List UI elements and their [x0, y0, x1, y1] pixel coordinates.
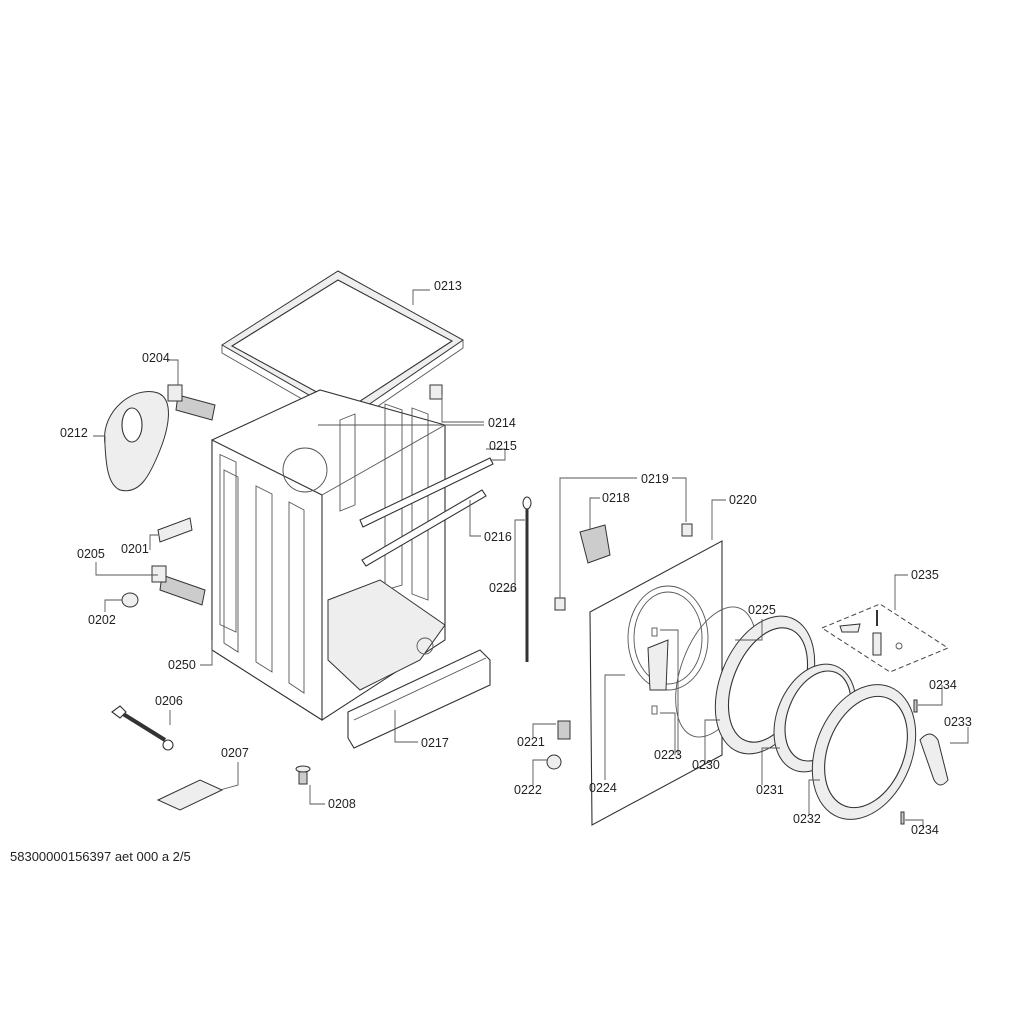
label-0212[interactable]: 0212: [60, 426, 88, 440]
part-lock-0221[interactable]: [557, 720, 571, 740]
label-0223[interactable]: 0223: [654, 748, 682, 762]
label-0222[interactable]: 0222: [514, 783, 542, 797]
part-rails[interactable]: [359, 457, 494, 567]
label-0216[interactable]: 0216: [484, 530, 512, 544]
label-0232[interactable]: 0232: [793, 812, 821, 826]
label-0214[interactable]: 0214: [488, 416, 516, 430]
part-pin-0234-a[interactable]: [913, 699, 918, 713]
label-0235[interactable]: 0235: [911, 568, 939, 582]
part-door-ring-0232[interactable]: [793, 669, 934, 835]
label-0221[interactable]: 0221: [517, 735, 545, 749]
label-0233[interactable]: 0233: [944, 715, 972, 729]
label-0201[interactable]: 0201: [121, 542, 149, 556]
label-0213[interactable]: 0213: [434, 279, 462, 293]
part-handle-0233[interactable]: [919, 733, 949, 786]
part-clip-0219-a[interactable]: [681, 523, 693, 537]
label-0202[interactable]: 0202: [88, 613, 116, 627]
part-kick-panel[interactable]: [347, 649, 491, 749]
label-0234-lower[interactable]: 0234: [911, 823, 939, 837]
diagram-reference-number: 58300000156397 aet 000 a 2/5: [10, 849, 191, 864]
label-0217[interactable]: 0217: [421, 736, 449, 750]
label-0234-upper[interactable]: 0234: [929, 678, 957, 692]
part-bracket-0201[interactable]: [157, 517, 193, 543]
part-shock-absorber-upper[interactable]: [167, 384, 216, 421]
part-clip-0219-b[interactable]: [554, 597, 566, 611]
label-0231[interactable]: 0231: [756, 783, 784, 797]
part-knob-0222[interactable]: [546, 754, 562, 770]
label-0225[interactable]: 0225: [748, 603, 776, 617]
part-cabinet[interactable]: [211, 389, 446, 722]
label-0230[interactable]: 0230: [692, 758, 720, 772]
label-0219[interactable]: 0219: [641, 472, 669, 486]
part-rod-0226[interactable]: [522, 496, 532, 662]
leader-lines: [93, 289, 969, 828]
label-0224[interactable]: 0224: [589, 781, 617, 795]
part-kit-0235[interactable]: [820, 603, 950, 673]
label-0205[interactable]: 0205: [77, 547, 105, 561]
label-0215[interactable]: 0215: [489, 439, 517, 453]
label-0208[interactable]: 0208: [328, 797, 356, 811]
label-0226[interactable]: 0226: [489, 581, 517, 595]
part-foot-0202[interactable]: [121, 592, 139, 608]
part-cover-plate[interactable]: [104, 391, 169, 492]
label-0207[interactable]: 0207: [221, 746, 249, 760]
part-pin-0234-b[interactable]: [900, 811, 905, 825]
part-wrench-0206[interactable]: [111, 705, 174, 751]
part-front-panel[interactable]: [589, 540, 723, 826]
part-clip-0214[interactable]: [429, 384, 443, 400]
label-0206[interactable]: 0206: [155, 694, 183, 708]
part-plate-0207[interactable]: [156, 779, 224, 811]
part-module-0218[interactable]: [579, 524, 611, 564]
part-shock-absorber-lower[interactable]: [151, 565, 206, 606]
label-0250[interactable]: 0250: [168, 658, 196, 672]
part-screw-0208[interactable]: [295, 765, 311, 785]
label-0218[interactable]: 0218: [602, 491, 630, 505]
part-top-lid[interactable]: [221, 270, 464, 427]
label-0220[interactable]: 0220: [729, 493, 757, 507]
label-0204[interactable]: 0204: [142, 351, 170, 365]
